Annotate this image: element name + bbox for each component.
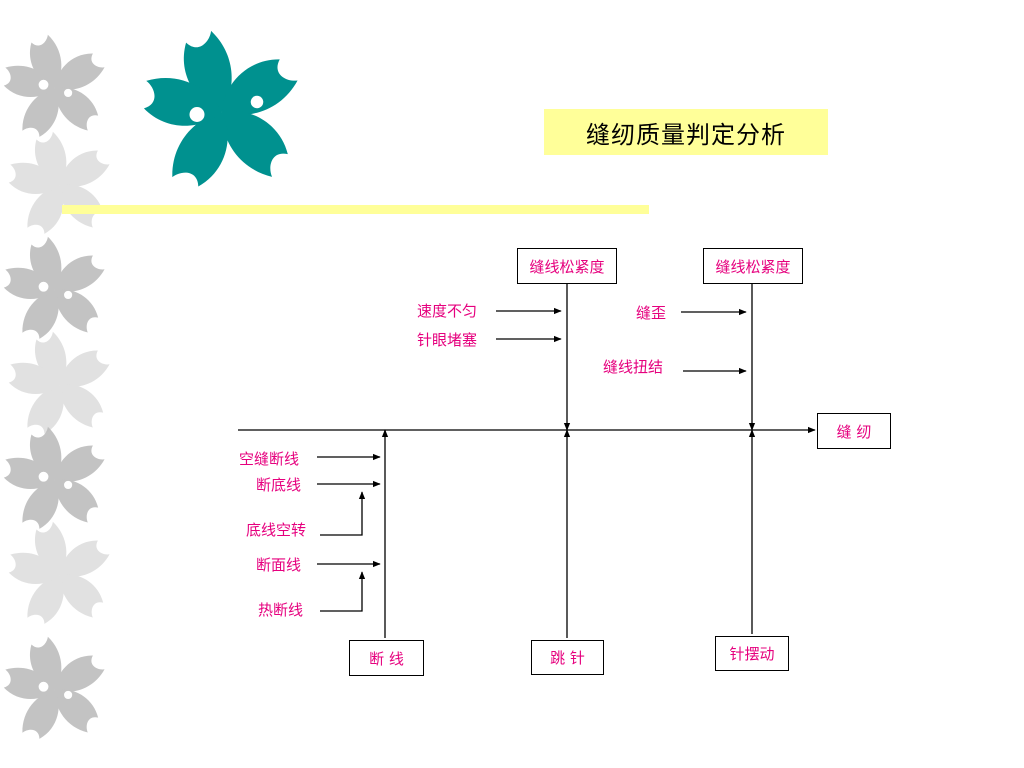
category-box-bottom-1: 断 线 [349,640,424,676]
category-box-top-1: 缝线松紧度 [517,248,617,284]
sub-cause-arrow [320,571,366,612]
cause-label: 底线空转 [246,521,307,539]
title-underline [62,205,649,214]
cause-label: 热断线 [258,601,304,619]
gray-flower-column [1,33,112,743]
sub-cause-arrow [320,491,366,536]
cause-label: 针眼堵塞 [417,331,478,349]
teal-flower-logo [140,28,302,193]
category-box-bottom-2: 跳 针 [531,640,604,675]
cause-label: 断面线 [256,556,302,574]
cause-label: 速度不匀 [417,302,478,320]
category-box-top-2: 缝线松紧度 [703,248,803,284]
effect-box: 缝 纫 [817,413,891,449]
category-box-bottom-3: 针摆动 [715,636,789,671]
cause-label: 空缝断线 [239,450,300,468]
cause-label: 缝线扭结 [603,358,664,376]
cause-label: 缝歪 [636,304,667,322]
page-title: 缝纫质量判定分析 [544,109,828,155]
cause-label: 断底线 [256,476,302,494]
